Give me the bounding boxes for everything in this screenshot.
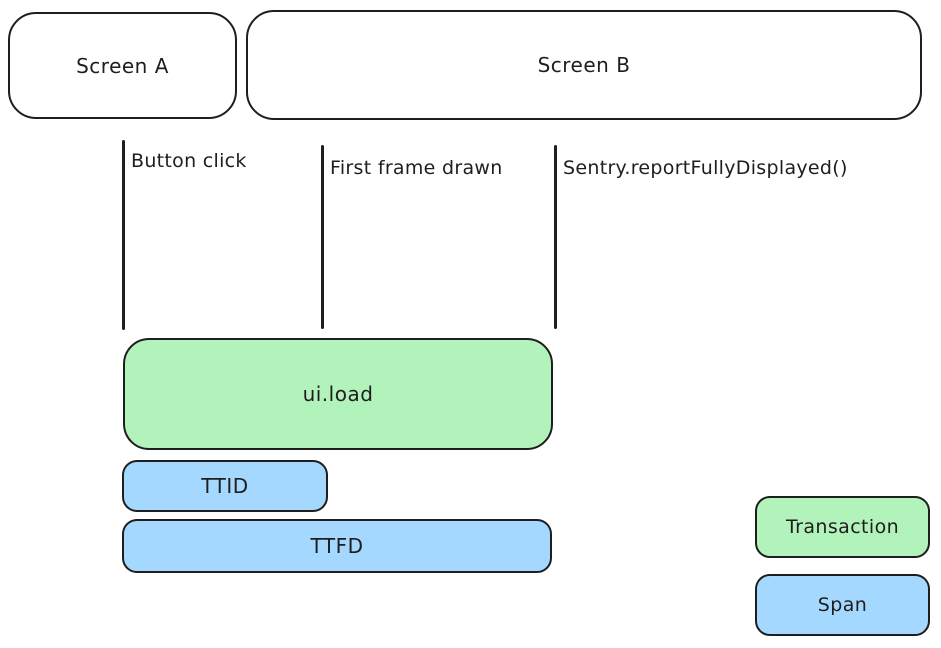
ttid-label: TTID [201, 474, 249, 498]
screen-b-label: Screen B [537, 53, 631, 77]
ttfd-label: TTFD [310, 534, 364, 558]
button-click-marker-line [122, 140, 125, 330]
legend-transaction-box: Transaction [755, 496, 930, 558]
ui-load-label: ui.load [302, 382, 374, 406]
first-frame-drawn-label: First frame drawn [330, 157, 503, 179]
report-fully-displayed-marker-line [554, 145, 557, 329]
ttid-span-bar: TTID [122, 460, 328, 512]
button-click-label: Button click [131, 150, 247, 172]
report-fully-displayed-label: Sentry.reportFullyDisplayed() [563, 157, 848, 179]
screen-a-label: Screen A [76, 53, 169, 78]
screen-a-box: Screen A [8, 12, 237, 119]
first-frame-drawn-marker-line [321, 145, 324, 329]
legend-span-box: Span [755, 574, 930, 636]
ttfd-span-bar: TTFD [122, 519, 552, 573]
legend-transaction-label: Transaction [785, 516, 900, 538]
legend-span-label: Span [817, 594, 868, 616]
ui-load-transaction-bar: ui.load [123, 338, 553, 450]
screen-b-box: Screen B [246, 10, 922, 120]
